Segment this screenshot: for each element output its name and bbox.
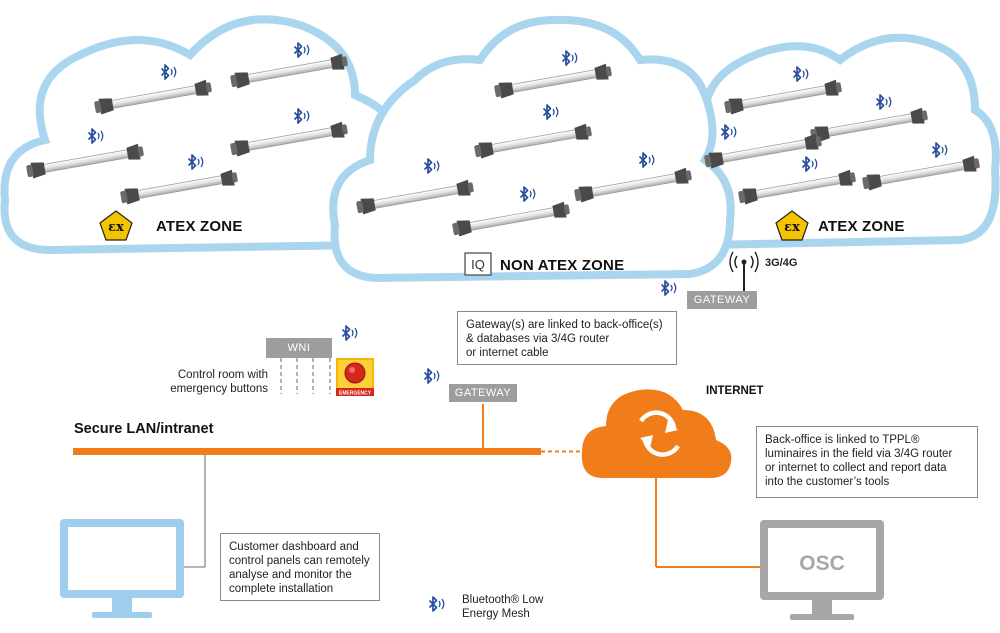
svg-text:EMERGENCY: EMERGENCY: [339, 391, 372, 397]
dashboard-note-line: analyse and monitor the: [229, 569, 352, 581]
gateway-top: GATEWAY: [687, 291, 757, 309]
internet-cloud-icon: [581, 389, 732, 478]
svg-text:εx: εx: [784, 220, 800, 235]
svg-text:OSC: OSC: [799, 552, 845, 575]
bluetooth-icon: [341, 325, 358, 341]
svg-text:IQ: IQ: [471, 257, 485, 272]
svg-text:εx: εx: [108, 220, 124, 235]
dashboard-note-line: control panels can remotely: [229, 555, 370, 567]
internet-label: INTERNET: [706, 385, 764, 397]
cellular-label: 3G/4G: [765, 257, 798, 269]
legend-line: Energy Mesh: [462, 608, 530, 620]
non-atex-zone-label: NON ATEX ZONE: [500, 257, 625, 274]
backoffice-note-line: Back-office is linked to TPPL®: [765, 434, 920, 446]
dashboard-note-box: Customer dashboard and control panels ca…: [220, 533, 380, 601]
gateway-note-line: or internet cable: [466, 347, 549, 359]
cellular-antenna-icon: [729, 251, 759, 291]
iq-icon: IQ: [464, 252, 492, 276]
atex-zone-left-label: ATEX ZONE: [156, 218, 243, 235]
gateway-note-line: Gateway(s) are linked to back-office(s): [466, 319, 663, 331]
wni-connections: [280, 358, 331, 394]
backoffice-note-line: into the customer’s tools: [765, 476, 890, 488]
gateway-note-box: Gateway(s) are linked to back-office(s) …: [457, 311, 677, 365]
atex-zone-right-label: ATEX ZONE: [818, 218, 905, 235]
lan-label: Secure LAN/intranet: [74, 421, 214, 437]
wni-node: WNI: [266, 338, 332, 358]
ex-warning-icon: εx: [775, 210, 809, 241]
emergency-button-icon: EMERGENCY: [336, 358, 374, 397]
control-room-line: emergency buttons: [170, 383, 268, 395]
control-room-text: Control room with emergency buttons: [160, 368, 268, 396]
bluetooth-legend-icon: [428, 596, 445, 612]
gateway-mid: GATEWAY: [449, 384, 517, 402]
dashboard-note-line: complete installation: [229, 583, 334, 595]
secure-lan-line: [73, 448, 541, 455]
dashboard-note-line: Customer dashboard and: [229, 541, 359, 553]
backoffice-note-line: luminaires in the field via 3/4G router: [765, 448, 953, 460]
bluetooth-icon: [423, 368, 440, 384]
gateway-note-line: & databases via 3/4G router: [466, 333, 610, 345]
bluetooth-icon: [660, 280, 677, 296]
customer-monitor-icon: [60, 519, 184, 618]
bluetooth-legend-text: Bluetooth® Low Energy Mesh: [462, 593, 543, 621]
osc-monitor-icon: OSC: [760, 520, 884, 620]
legend-line: Bluetooth® Low: [462, 594, 544, 606]
ex-warning-icon: εx: [99, 210, 133, 241]
backoffice-note-box: Back-office is linked to TPPL® luminaire…: [756, 426, 978, 498]
non-atex-zone-cloud: [329, 15, 735, 283]
control-room-line: Control room with: [177, 369, 268, 381]
backoffice-note-line: or internet to collect and report data: [765, 462, 947, 474]
